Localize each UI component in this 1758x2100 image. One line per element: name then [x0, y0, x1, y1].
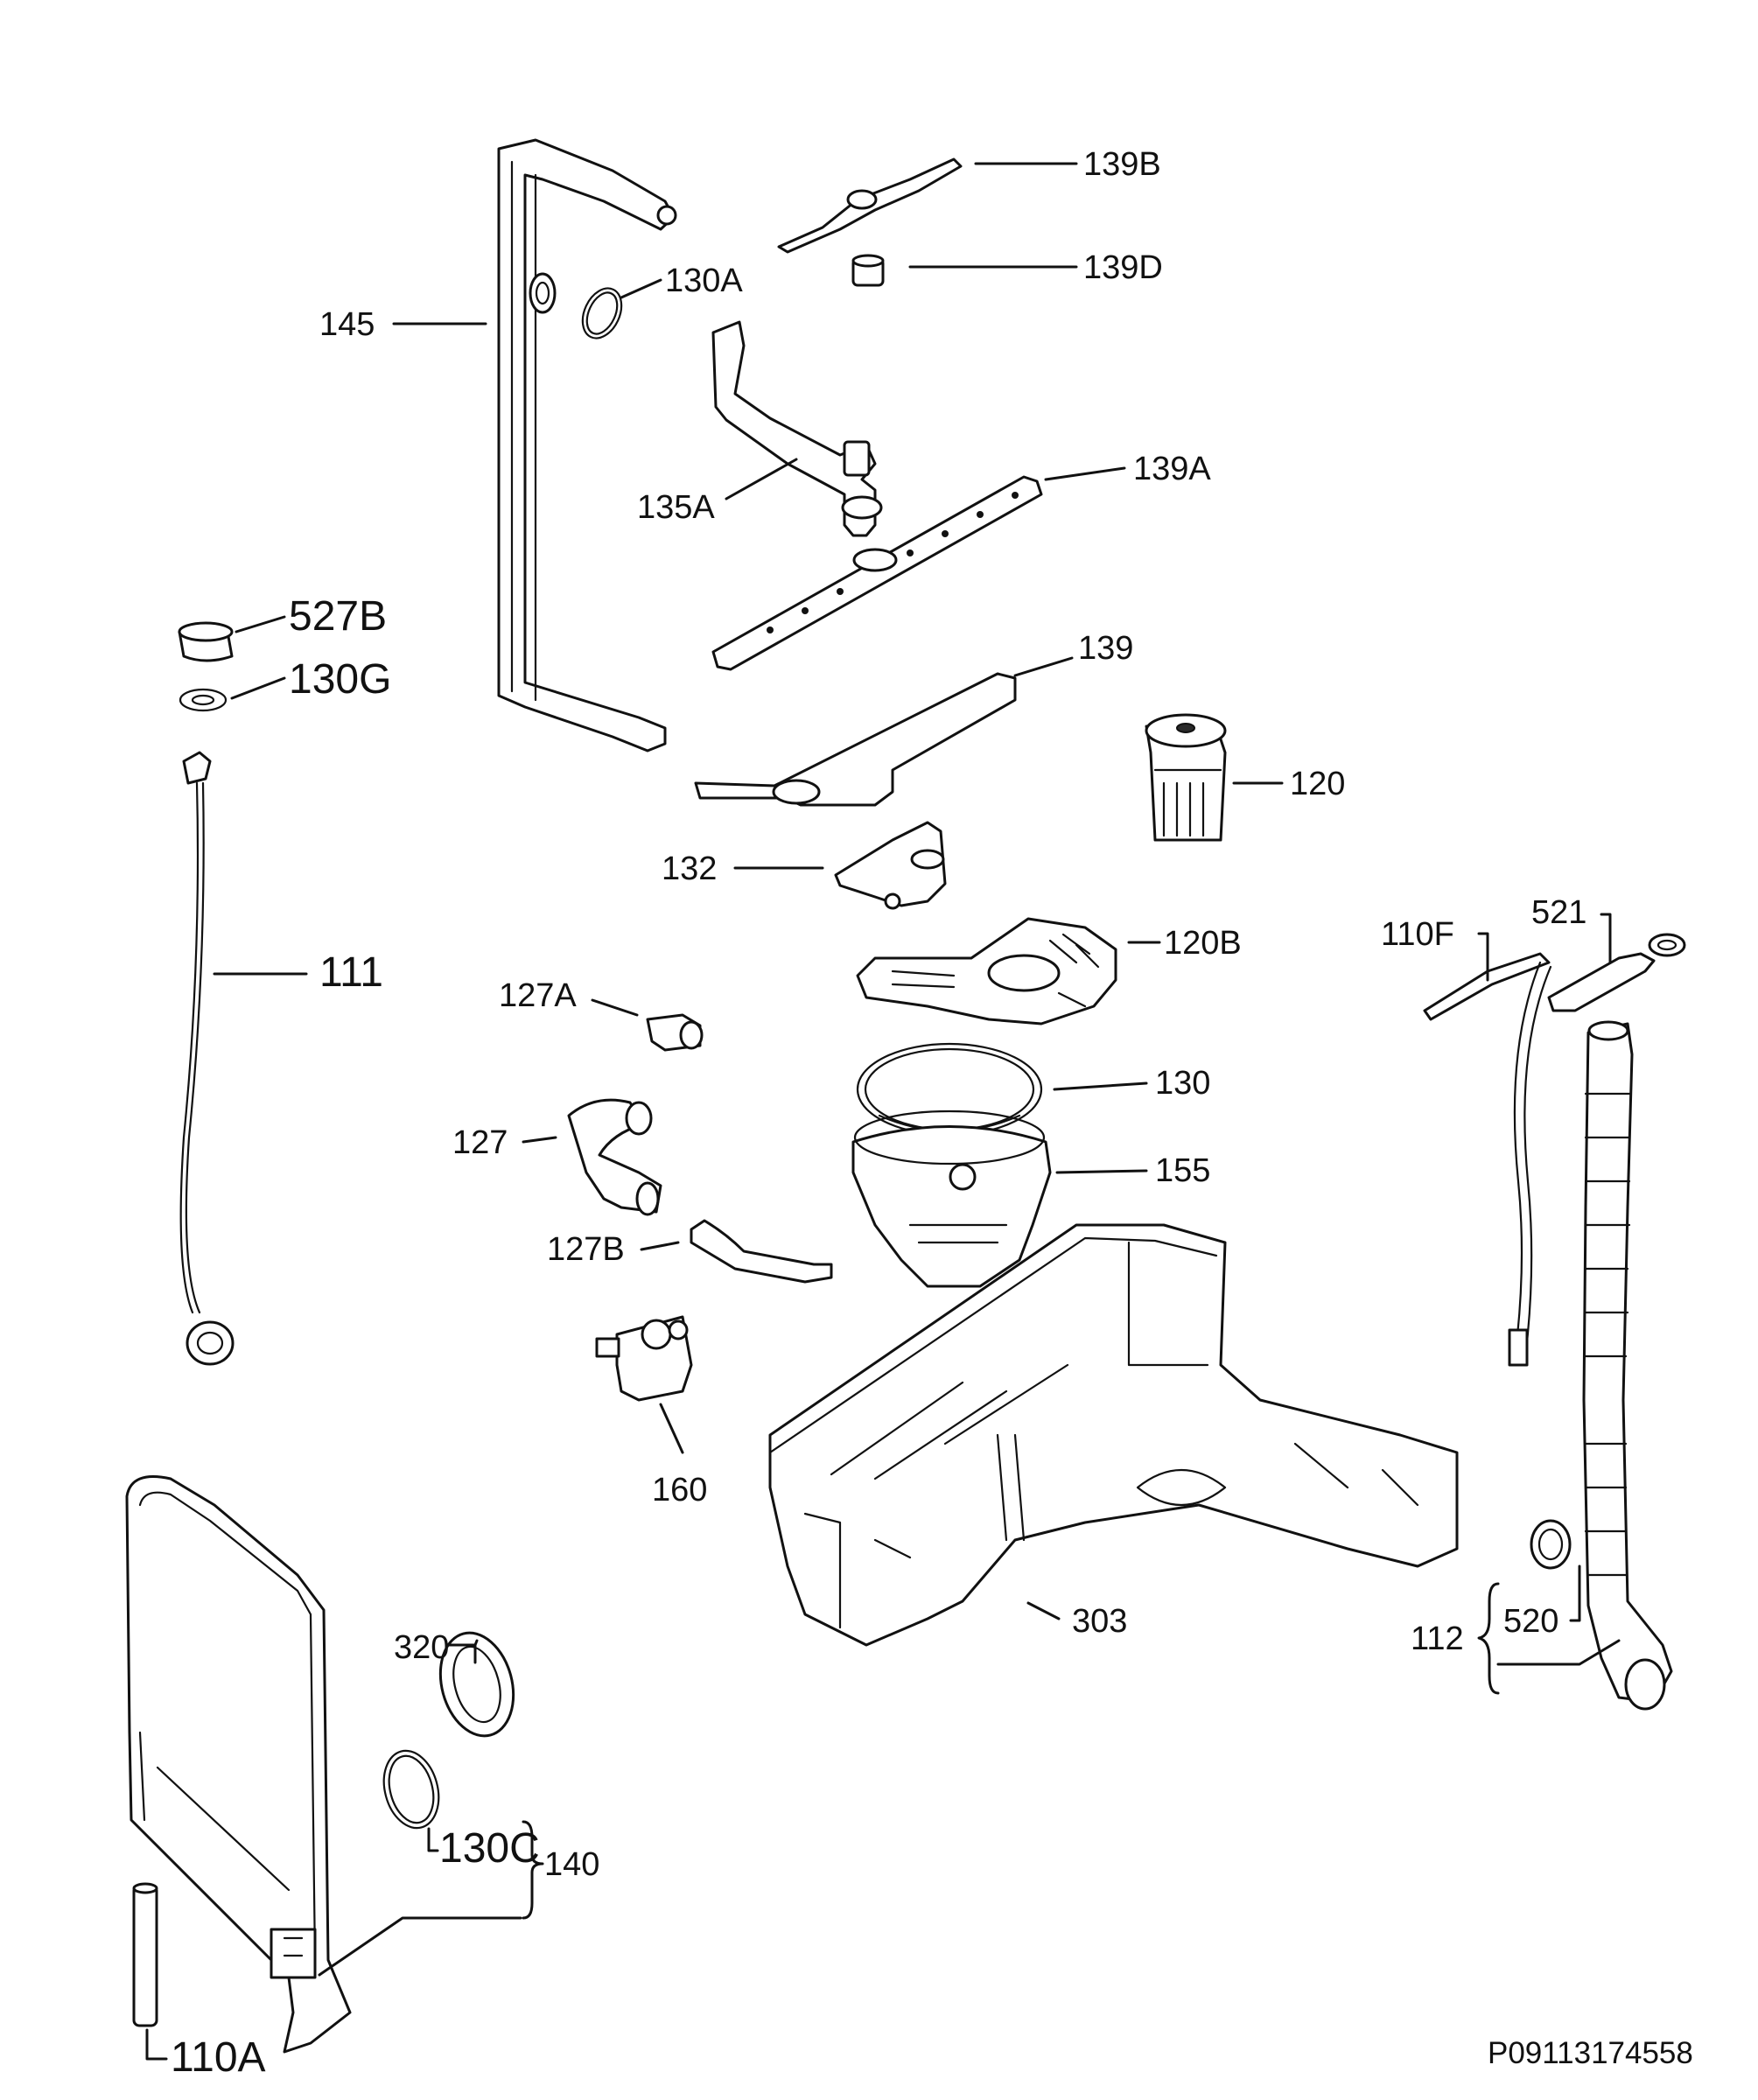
label-110A: 110A: [171, 2034, 266, 2081]
label-112: 112: [1411, 1620, 1464, 1657]
label-127A: 127A: [499, 977, 577, 1014]
part-527B-cap: [178, 621, 234, 662]
leader-140: [318, 1916, 522, 1977]
bracket-112: [1477, 1582, 1500, 1695]
part-127-hose: [567, 1098, 662, 1216]
leader-130A: [620, 278, 662, 299]
label-111: 111: [319, 949, 383, 996]
leader-521: [1600, 913, 1612, 964]
part-130-sump-seal: [856, 1042, 1043, 1137]
part-111-cable: [179, 751, 235, 1366]
leader-130G: [230, 676, 286, 700]
label-130: 130: [1155, 1065, 1210, 1102]
leader-320b: [445, 1643, 477, 1664]
part-139A-lower-spray-arm: [711, 475, 1043, 671]
label-520: 520: [1503, 1603, 1558, 1640]
leader-112: [1496, 1639, 1621, 1666]
part-160-pump: [595, 1315, 693, 1402]
leader-lines: [145, 162, 1621, 2061]
label-130G: 130G: [289, 656, 391, 703]
part-155-sump: [851, 1110, 1052, 1288]
leader-139A: [1044, 466, 1126, 481]
drawing-code: P09113174558: [1488, 2036, 1693, 2070]
label-160: 160: [652, 1472, 707, 1508]
label-139: 139: [1078, 630, 1133, 667]
label-139D: 139D: [1083, 249, 1163, 286]
label-303: 303: [1072, 1603, 1127, 1640]
part-320-seal: [438, 1631, 515, 1738]
leader-520: [1569, 1564, 1581, 1622]
label-320: 320: [394, 1629, 449, 1666]
part-110F-hose: [1423, 952, 1552, 1367]
part-145-supply-tube: [497, 138, 677, 752]
leader-139: [1013, 656, 1074, 677]
part-139-spray-arm-base: [694, 672, 1017, 807]
part-139D-nut: [851, 254, 885, 287]
label-139B: 139B: [1083, 146, 1161, 183]
part-112-drain-hose: [1582, 1020, 1673, 1711]
leader-303: [1026, 1601, 1061, 1620]
leader-127A: [591, 998, 639, 1017]
label-130C: 130C: [439, 1825, 540, 1872]
label-120B: 120B: [1164, 925, 1242, 962]
label-140: 140: [544, 1846, 599, 1883]
leader-155: [1055, 1169, 1148, 1174]
label-110F: 110F: [1381, 916, 1454, 953]
part-521-clip: [1547, 933, 1686, 1012]
part-135A-spray-arm-holder: [711, 320, 883, 537]
label-132: 132: [662, 850, 717, 887]
label-527B: 527B: [289, 593, 387, 640]
label-127: 127: [452, 1124, 508, 1161]
leader-110F: [1477, 932, 1489, 982]
label-139A: 139A: [1133, 451, 1211, 487]
part-120-filter: [1145, 713, 1227, 842]
label-135A: 135A: [637, 489, 715, 526]
bracket-140: [522, 1820, 544, 1920]
leader-527B: [235, 615, 286, 634]
leader-160: [659, 1403, 684, 1454]
leader-110A: [145, 2028, 168, 2061]
part-520-ring: [1530, 1519, 1572, 1570]
part-120B-filter-plate: [856, 917, 1117, 1026]
leader-130: [1053, 1082, 1148, 1091]
part-110A-rod: [132, 1882, 158, 2027]
part-132-bracket: [834, 821, 947, 910]
label-145: 145: [319, 306, 375, 343]
part-130C-o-ring: [382, 1749, 440, 1830]
part-130A-o-ring: [581, 287, 623, 340]
label-155: 155: [1155, 1152, 1210, 1189]
part-127B-small-hose: [690, 1219, 833, 1284]
part-127A-connector: [646, 1013, 704, 1052]
part-139B-upper-spray-arm: [777, 158, 963, 254]
part-303-base-tray: [768, 1223, 1459, 1647]
label-521: 521: [1531, 894, 1586, 931]
leader-127: [522, 1136, 557, 1144]
part-130G-washer: [179, 688, 228, 712]
label-120: 120: [1290, 766, 1345, 802]
label-130A: 130A: [665, 262, 743, 299]
part-labels: 139B 139D 130A 145 135A 139A 527B 130G 1…: [171, 146, 1693, 2081]
leader-135A: [725, 458, 798, 500]
label-127B: 127B: [547, 1231, 625, 1268]
part-140-side-container: [125, 1475, 352, 2054]
leader-130C: [427, 1827, 439, 1852]
leader-127B: [640, 1241, 680, 1251]
